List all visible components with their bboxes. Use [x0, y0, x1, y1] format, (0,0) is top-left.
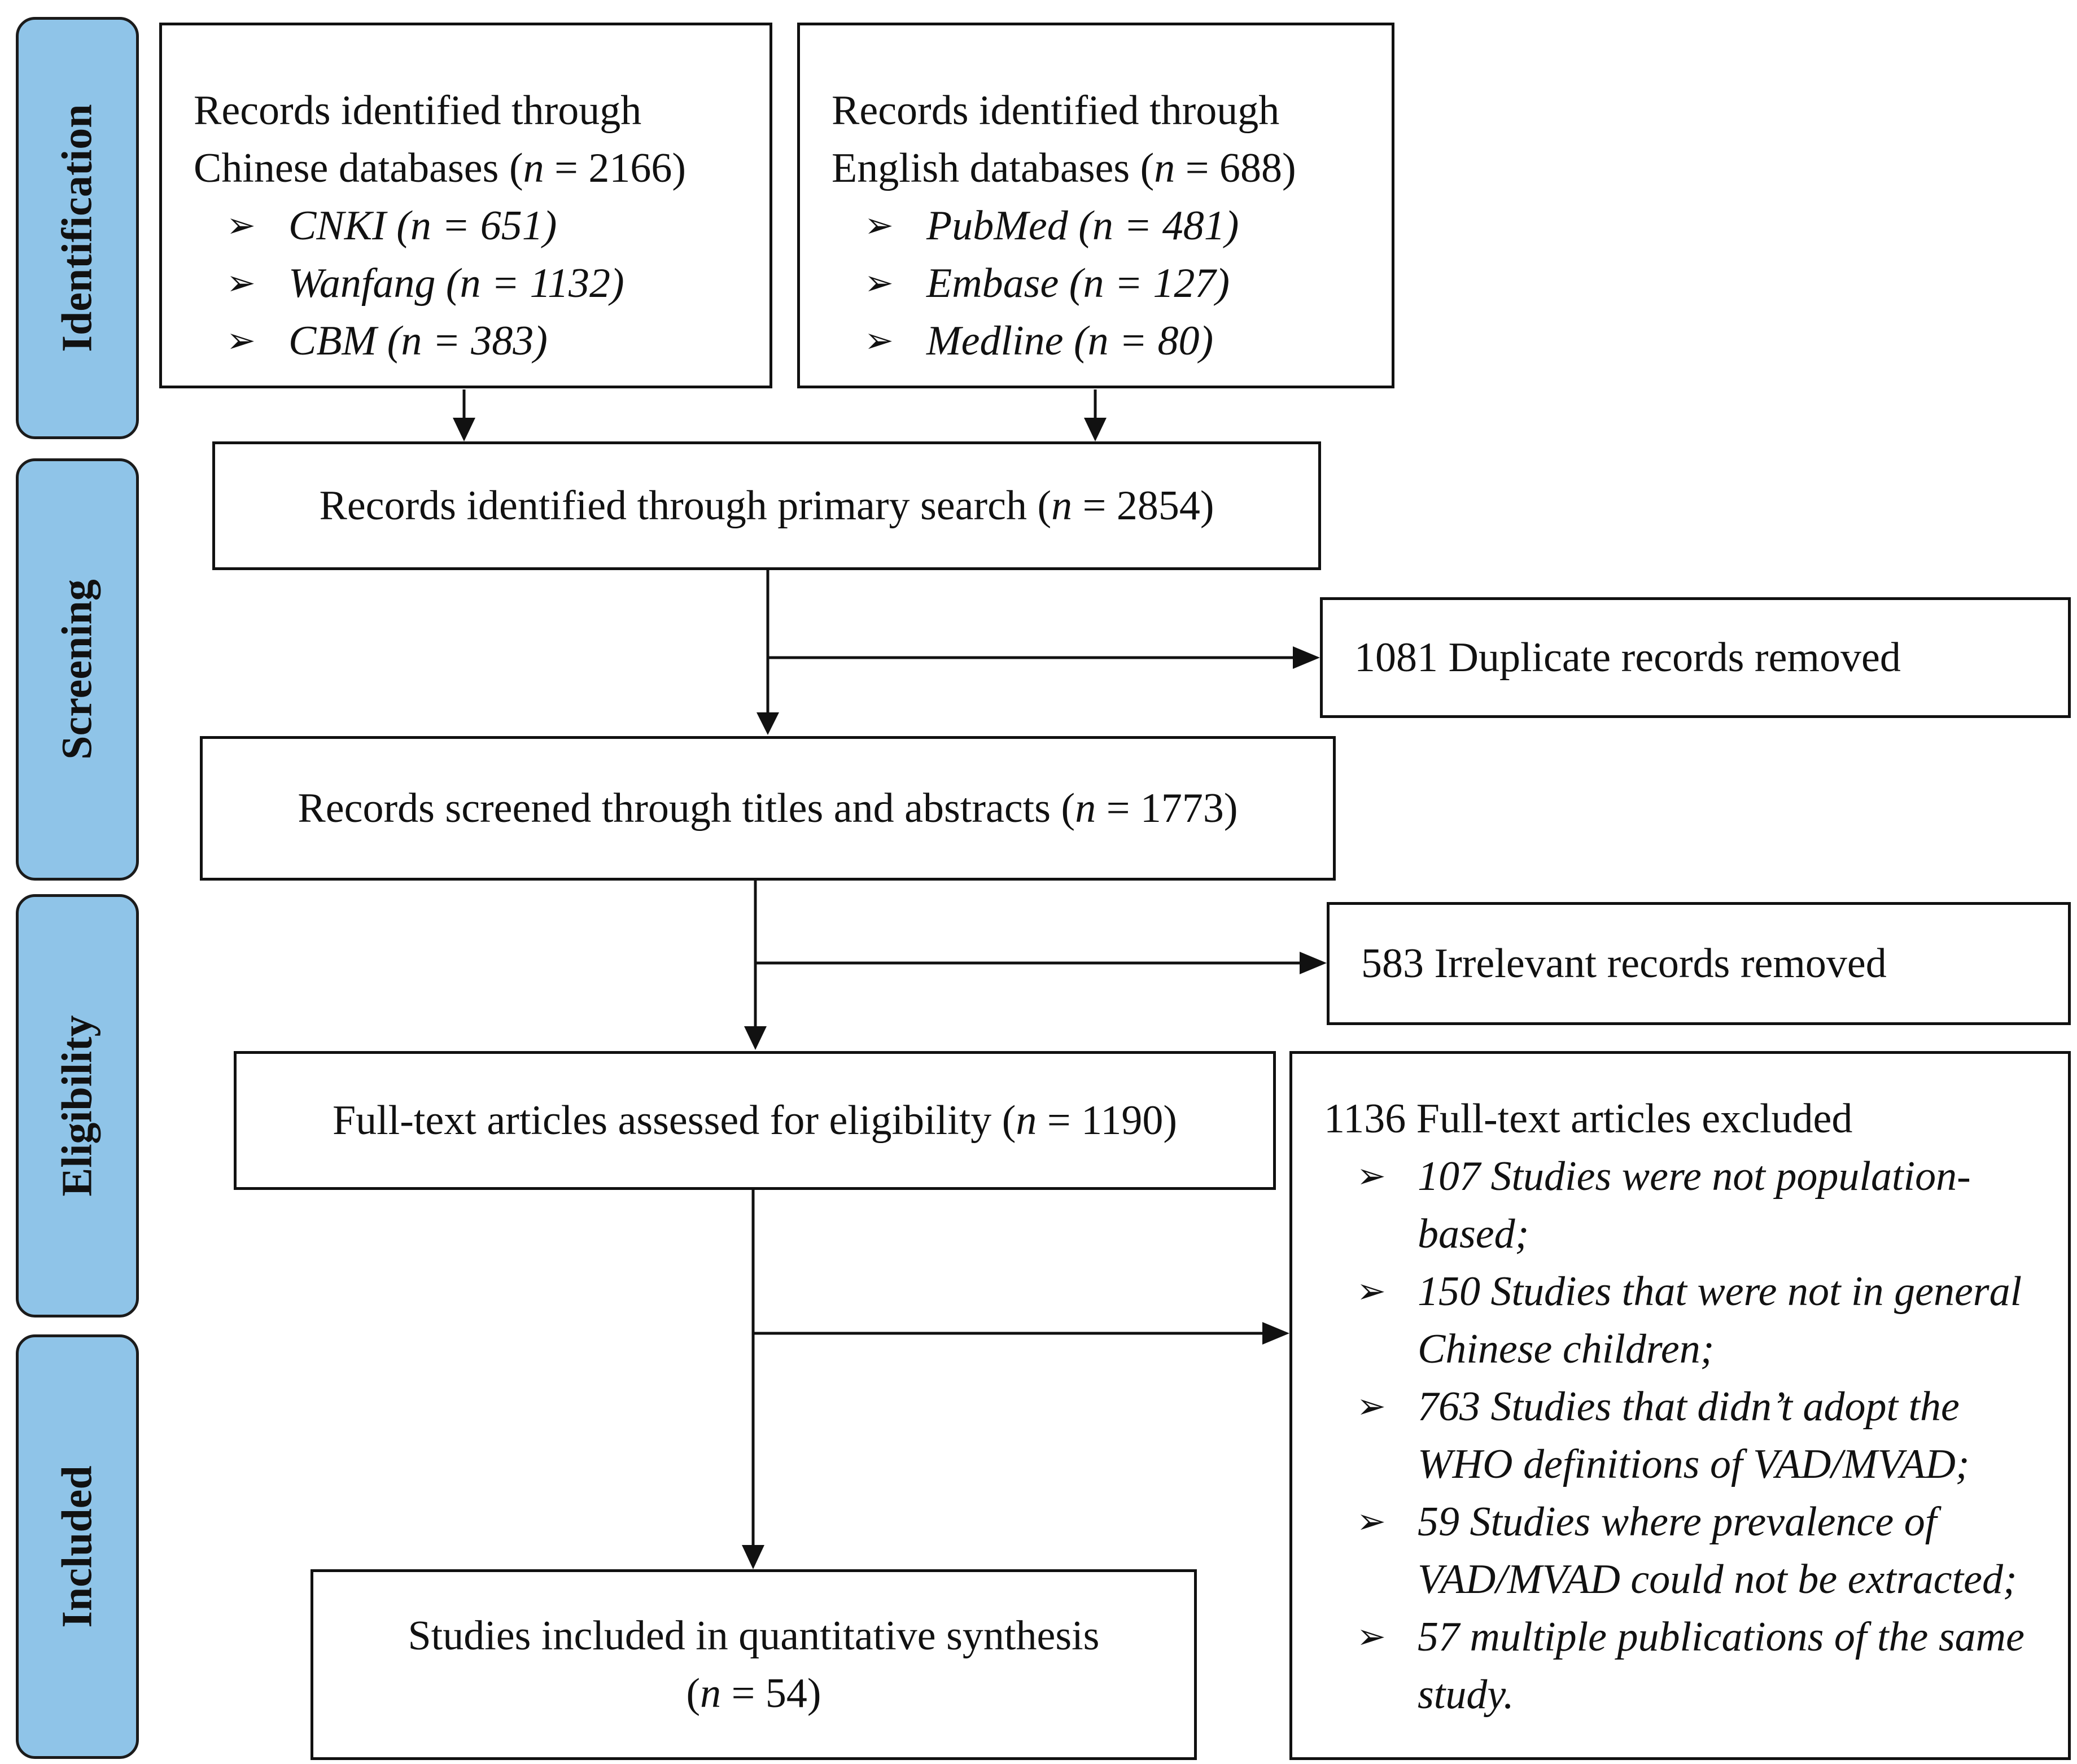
stage-label-identification: Identification: [53, 104, 101, 352]
arrowhead-english: [1084, 418, 1107, 441]
english-databases-box: Records identified through English datab…: [797, 23, 1394, 388]
chinese-item-cbm: ➢CBM (n = 383): [226, 318, 548, 364]
studies-included-count: (n = 54): [686, 1670, 821, 1717]
records-screened-text: Records screened through titles and abst…: [298, 785, 1238, 831]
fulltext-assessed-box: Full-text articles assessed for eligibil…: [234, 1051, 1276, 1190]
stage-screening: Screening: [16, 458, 139, 881]
excluded-reason-4-cont: VAD/MVAD could not be extracted;: [1418, 1556, 2017, 1603]
chinese-item-wanfang: ➢Wanfang (n = 1132): [226, 260, 624, 307]
excluded-reason-2: ➢150 Studies that were not in general: [1357, 1268, 2022, 1315]
chinese-databases-box: Records identified through Chinese datab…: [159, 23, 772, 388]
chinese-item-cnki: ➢CNKI (n = 651): [226, 203, 557, 249]
studies-included-box: Studies included in quantitative synthes…: [311, 1569, 1197, 1760]
excluded-reason-1: ➢107 Studies were not population-: [1357, 1153, 1971, 1200]
stage-identification: Identification: [16, 17, 139, 439]
stage-label-included: Included: [53, 1465, 101, 1628]
duplicates-removed-box: 1081 Duplicate records removed: [1320, 597, 2071, 718]
arrowhead-duplicates: [1293, 646, 1320, 669]
irrelevant-removed-box: 583 Irrelevant records removed: [1327, 902, 2071, 1025]
english-item-pubmed: ➢PubMed (n = 481): [864, 203, 1239, 249]
irrelevant-removed-text: 583 Irrelevant records removed: [1361, 940, 1887, 987]
stage-included: Included: [16, 1334, 139, 1759]
english-line2: English databases (n = 688): [832, 145, 1296, 191]
english-line1: Records identified through: [832, 87, 1280, 134]
arrowhead-screened: [757, 712, 779, 735]
fulltext-excluded-box: 1136 Full-text articles excluded ➢107 St…: [1289, 1051, 2071, 1760]
excluded-reason-4: ➢59 Studies where prevalence of: [1357, 1499, 1937, 1545]
records-screened-box: Records screened through titles and abst…: [200, 736, 1336, 881]
primary-search-box: Records identified through primary searc…: [212, 441, 1321, 570]
studies-included-line1: Studies included in quantitative synthes…: [408, 1613, 1100, 1659]
excluded-reason-5: ➢57 multiple publications of the same: [1357, 1614, 2024, 1660]
english-item-embase: ➢Embase (n = 127): [864, 260, 1230, 307]
excluded-title: 1136 Full-text articles excluded: [1324, 1096, 1853, 1142]
excluded-reason-2-cont: Chinese children;: [1418, 1326, 1715, 1372]
excluded-reason-5-cont: study.: [1418, 1671, 1514, 1718]
excluded-reason-3-cont: WHO definitions of VAD/MVAD;: [1418, 1441, 1970, 1487]
chinese-line1: Records identified through: [194, 87, 642, 134]
duplicates-removed-text: 1081 Duplicate records removed: [1354, 634, 1901, 681]
stage-label-screening: Screening: [53, 579, 101, 760]
arrowhead-excluded: [1262, 1322, 1289, 1345]
stage-eligibility: Eligibility: [16, 894, 139, 1317]
stage-label-eligibility: Eligibility: [53, 1015, 101, 1197]
arrowhead-chinese: [453, 418, 475, 441]
arrowhead-irrelevant: [1300, 952, 1327, 974]
english-item-medline: ➢Medline (n = 80): [864, 318, 1214, 364]
excluded-reason-1-cont: based;: [1418, 1211, 1529, 1257]
arrowhead-included: [742, 1545, 764, 1569]
excluded-reason-3: ➢763 Studies that didn’t adopt the: [1357, 1384, 1960, 1430]
chinese-line2: Chinese databases (n = 2166): [194, 145, 686, 191]
fulltext-assessed-text: Full-text articles assessed for eligibil…: [332, 1097, 1178, 1144]
primary-search-text: Records identified through primary searc…: [319, 483, 1214, 529]
arrowhead-fulltext: [744, 1026, 767, 1050]
